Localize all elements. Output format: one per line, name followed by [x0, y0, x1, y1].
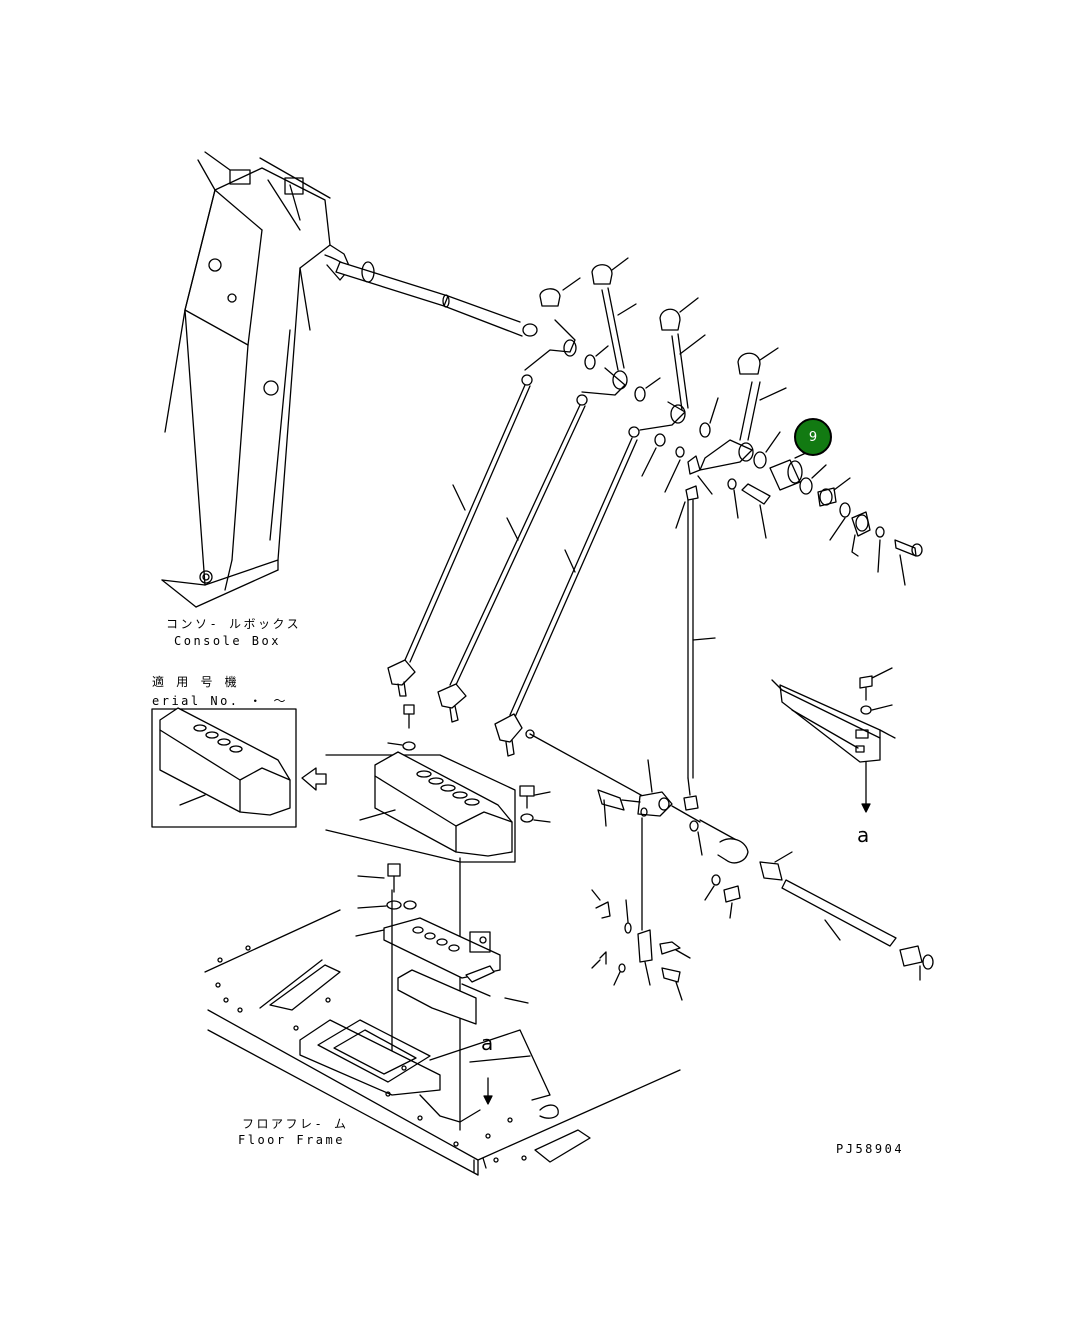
- bracket-a: [771, 667, 896, 813]
- lower-linkage: [529, 733, 934, 1001]
- serial-label-jp: 適 用 号 機: [152, 675, 240, 689]
- floor-frame-label-jp: フロアフレ- ム: [242, 1117, 349, 1131]
- console-box-label-jp: コンソ- ルボックス: [166, 617, 302, 631]
- callout-number-badge[interactable]: 9: [794, 418, 832, 456]
- floor-frame-label-en: Floor Frame: [238, 1133, 345, 1147]
- drawing-id: PJ58904: [836, 1142, 905, 1156]
- reference-a-floor: a: [481, 1031, 494, 1055]
- lever-assembly: [524, 257, 923, 586]
- arrow-left-icon: [301, 767, 327, 791]
- serial-label-en: erial No. ・ ～: [152, 694, 288, 708]
- floor-plate-parts: [355, 863, 529, 1093]
- cover-part: [325, 704, 551, 1131]
- console-box-label-en: Console Box: [174, 634, 281, 648]
- floor-frame-drawing: [204, 909, 681, 1176]
- reference-a-right: a: [857, 823, 870, 847]
- upper-rod-tube: [335, 261, 538, 337]
- control-rods: [387, 374, 716, 811]
- serial-inset: [151, 707, 297, 828]
- console-box-drawing: [161, 151, 359, 608]
